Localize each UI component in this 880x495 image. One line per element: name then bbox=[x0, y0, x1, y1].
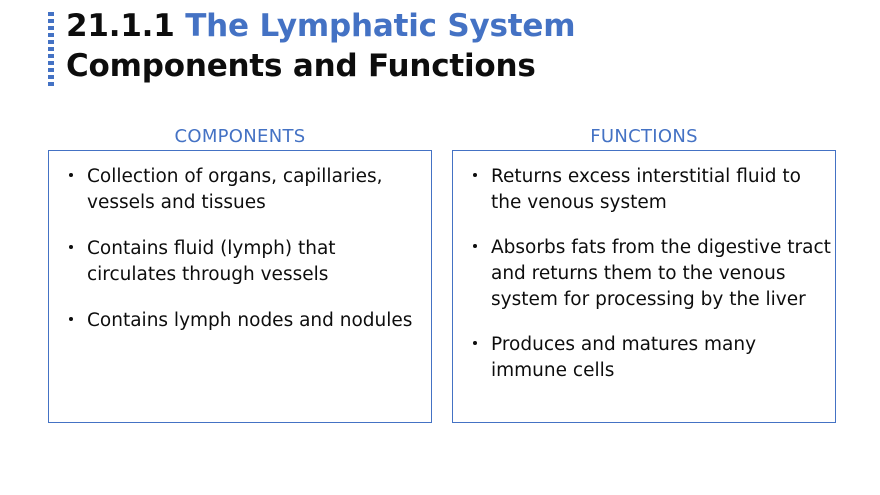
list-item: Contains lymph nodes and nodules bbox=[58, 308, 424, 334]
list-item: Returns excess interstitial fluid to the… bbox=[462, 164, 834, 216]
title-main-heading: The Lymphatic System bbox=[185, 8, 576, 44]
components-box bbox=[48, 150, 432, 423]
bullet-dot-icon bbox=[473, 173, 477, 177]
column-header-functions: FUNCTIONS bbox=[590, 126, 698, 147]
bullet-dot-icon bbox=[473, 341, 477, 345]
list-item-label: Absorbs fats from the digestive tract an… bbox=[491, 237, 831, 310]
bullet-dot-icon bbox=[69, 317, 73, 321]
bullet-dot-icon bbox=[69, 173, 73, 177]
title-dotted-accent-icon bbox=[48, 12, 54, 86]
title-line-1: 21.1.1 The Lymphatic System bbox=[66, 6, 856, 46]
bullet-dot-icon bbox=[473, 244, 477, 248]
list-item-label: Returns excess interstitial fluid to the… bbox=[491, 166, 801, 213]
list-item-label: Collection of organs, capillaries, vesse… bbox=[87, 166, 383, 213]
components-bullet-list: Collection of organs, capillaries, vesse… bbox=[48, 150, 432, 450]
column-header-components: COMPONENTS bbox=[174, 126, 306, 147]
list-item: Produces and matures many immune cells bbox=[462, 332, 834, 384]
functions-box bbox=[452, 150, 836, 423]
list-item-label: Contains fluid (lymph) that circulates t… bbox=[87, 238, 336, 285]
list-item: Collection of organs, capillaries, vesse… bbox=[58, 164, 424, 216]
title-spacer bbox=[175, 8, 186, 44]
title-section-number: 21.1.1 bbox=[66, 8, 175, 44]
list-item: Absorbs fats from the digestive tract an… bbox=[462, 235, 834, 313]
functions-bullet-list: Returns excess interstitial fluid to the… bbox=[452, 150, 842, 450]
title-subheading: Components and Functions bbox=[66, 48, 536, 84]
bullet-dot-icon bbox=[69, 245, 73, 249]
list-item-label: Contains lymph nodes and nodules bbox=[87, 310, 413, 331]
list-item-label: Produces and matures many immune cells bbox=[491, 334, 757, 381]
list-item: Contains fluid (lymph) that circulates t… bbox=[58, 236, 424, 288]
page-title: 21.1.1 The Lymphatic System Components a… bbox=[66, 6, 856, 86]
